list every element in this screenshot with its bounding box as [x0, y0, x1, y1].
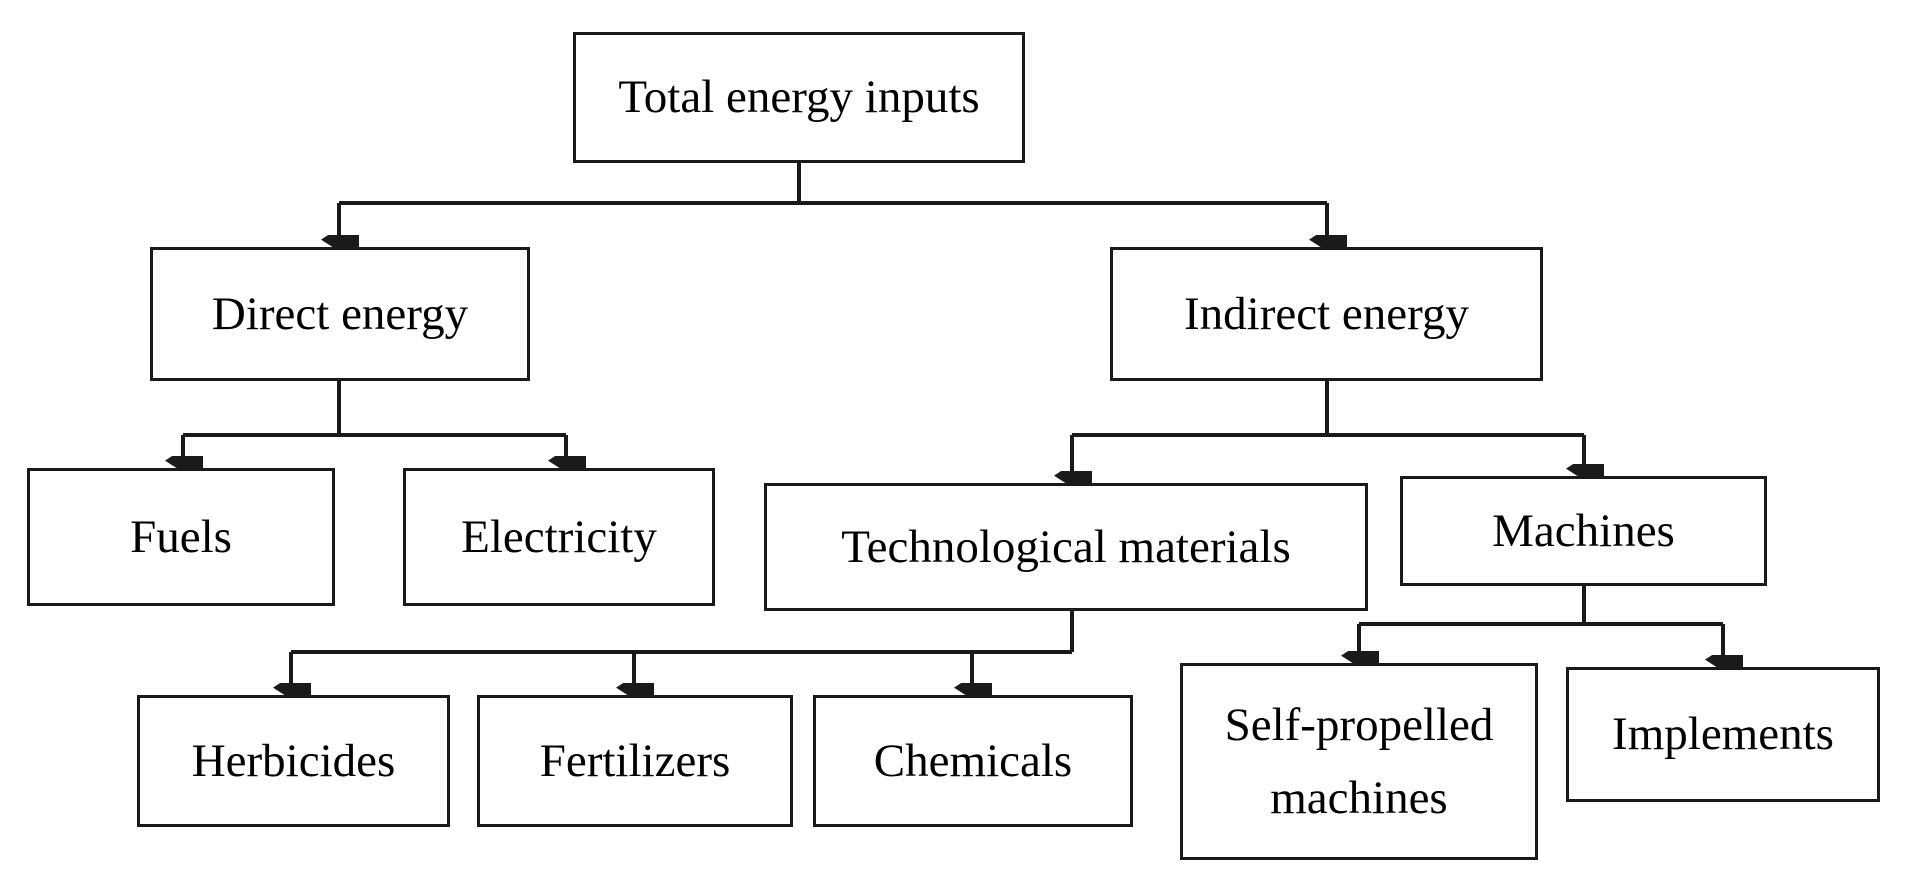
node-chemicals[interactable]: Chemicals [813, 695, 1133, 827]
node-technological-materials[interactable]: Technological materials [764, 483, 1368, 611]
node-indirect-energy[interactable]: Indirect energy [1110, 247, 1543, 381]
node-direct-energy[interactable]: Direct energy [150, 247, 530, 381]
node-label: Machines [1492, 504, 1675, 557]
node-label: Chemicals [873, 734, 1073, 787]
node-label: Fuels [130, 510, 232, 563]
node-label: Direct energy [211, 287, 469, 340]
node-label: Technological materials [841, 520, 1291, 573]
node-label: Indirect energy [1184, 287, 1469, 340]
node-label: Total energy inputs [618, 71, 980, 124]
node-total-energy-inputs[interactable]: Total energy inputs [573, 32, 1025, 163]
node-label: Fertilizers [539, 734, 731, 787]
node-label: Herbicides [191, 734, 396, 787]
node-fertilizers[interactable]: Fertilizers [477, 695, 793, 827]
node-label: Self-propelled machines [1224, 698, 1494, 824]
node-label: Electricity [461, 510, 657, 563]
node-label: Implements [1612, 708, 1834, 761]
node-herbicides[interactable]: Herbicides [137, 695, 450, 827]
node-self-propelled-machines[interactable]: Self-propelled machines [1180, 663, 1538, 860]
node-implements[interactable]: Implements [1566, 667, 1880, 802]
node-fuels[interactable]: Fuels [27, 468, 335, 606]
node-electricity[interactable]: Electricity [403, 468, 715, 606]
node-machines[interactable]: Machines [1400, 476, 1767, 586]
